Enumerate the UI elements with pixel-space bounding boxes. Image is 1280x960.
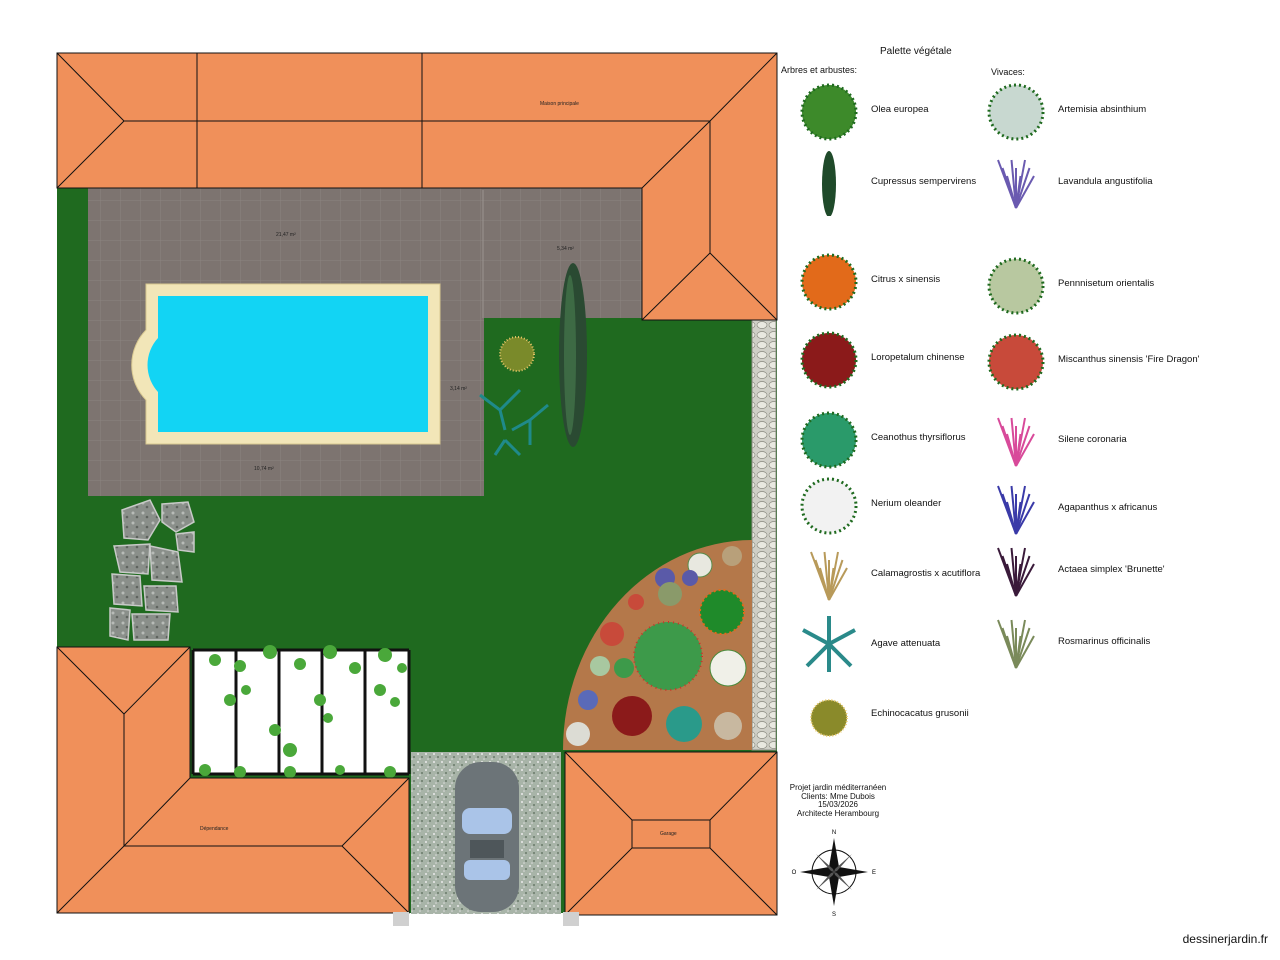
area-label-terrace-right: 5,34 m² <box>557 246 574 252</box>
pergola <box>191 645 411 778</box>
garage-label: Garage <box>660 831 677 837</box>
perennials-heading: Vivaces: <box>991 67 1025 77</box>
legend-item-label: Calamagrostis x acutiflora <box>871 568 981 579</box>
legend-item: Calamagrostis x acutiflora <box>793 540 1033 610</box>
miscanthus-icon <box>987 333 1045 391</box>
legend-item-label: Lavandula angustifolia <box>1058 176 1153 187</box>
area-label-pool-side: 3,14 m² <box>450 386 467 392</box>
agapanthus-icon <box>997 485 1035 535</box>
car <box>455 762 519 912</box>
legend-item: Rosmarinus officinalis <box>980 608 1220 678</box>
stone-wall <box>751 319 777 751</box>
pool-water <box>147 296 428 432</box>
project-client: Clients: Mme Dubois <box>801 791 875 801</box>
legend-item: Olea europea <box>793 76 1033 146</box>
loropetalum-icon <box>800 331 858 389</box>
legend-item-label: Pennnisetum orientalis <box>1058 278 1155 289</box>
legend-item-label: Rosmarinus officinalis <box>1058 636 1151 647</box>
compass-rose: N S E O <box>792 830 876 918</box>
compass-west: O <box>792 870 797 876</box>
area-label-terrace-left: 21,47 m² <box>276 232 296 238</box>
lavender-icon <box>997 159 1035 209</box>
legend-item-label: Agave attenuata <box>871 638 941 649</box>
legend-item-label: Cupressus sempervirens <box>871 176 977 187</box>
agave-icon <box>802 616 856 672</box>
legend-item: Miscanthus sinensis 'Fire Dragon' <box>980 326 1220 396</box>
project-info: Projet jardin méditerranéen Clients: Mme… <box>783 783 893 818</box>
legend-item: Ceanothus thyrsiflorus <box>793 404 1033 474</box>
project-architect: Architecte Herambourg <box>796 808 880 818</box>
olive-tree-icon <box>800 83 858 141</box>
agave <box>479 388 549 457</box>
stepping-stones <box>109 499 195 641</box>
cactus-icon <box>810 699 848 737</box>
legend-item: Silene coronaria <box>980 406 1220 476</box>
legend-item: Agave attenuata <box>793 610 1033 680</box>
garage-roof <box>564 751 778 916</box>
annex-label: Dépendance <box>200 826 229 832</box>
legend-item-label: Citrus x sinensis <box>871 274 941 285</box>
compass-south: S <box>832 912 836 918</box>
legend-item: Pennnisetum orientalis <box>980 250 1220 320</box>
artemisia-icon <box>987 83 1045 141</box>
legend-item-label: Ceanothus thyrsiflorus <box>871 432 966 443</box>
legend-item: Citrus x sinensis <box>793 246 1033 316</box>
legend-item: Actaea simplex 'Brunette' <box>980 536 1220 606</box>
legend-item-label: Olea europea <box>871 104 929 115</box>
footer-brand[interactable]: dessinerjardin.fr <box>1182 932 1268 946</box>
legend-title: Palette végétale <box>880 46 952 57</box>
legend-item: Cupressus sempervirens <box>793 148 1033 218</box>
oleander-icon <box>800 477 858 535</box>
main-house-roof <box>56 52 778 321</box>
legend-item: Lavandula angustifolia <box>980 148 1220 218</box>
grass-icon <box>810 551 848 601</box>
actaea-icon <box>997 547 1035 597</box>
silene-icon <box>997 417 1035 467</box>
legend-item-label: Echinocacatus grusonii <box>871 708 969 719</box>
annex-roof <box>56 646 410 914</box>
legend-item-label: Silene coronaria <box>1058 434 1127 445</box>
legend-item-label: Nerium oleander <box>871 498 942 509</box>
project-title: Projet jardin méditerranéen <box>789 783 887 792</box>
orange-tree-icon <box>800 253 858 311</box>
legend-item-label: Miscanthus sinensis 'Fire Dragon' <box>1058 354 1200 365</box>
cypress-icon <box>822 151 836 216</box>
pennisetum-icon <box>987 257 1045 315</box>
compass-east: E <box>872 870 876 876</box>
main-house-label: Maison principale <box>540 101 579 107</box>
ceanothus-icon <box>800 411 858 469</box>
legend-item: Nerium oleander <box>793 470 1033 540</box>
legend-item-label: Artemisia absinthium <box>1058 104 1147 115</box>
legend-item-label: Actaea simplex 'Brunette' <box>1058 564 1165 575</box>
legend-item-label: Loropetalum chinense <box>871 352 965 363</box>
legend-item: Agapanthus x africanus <box>980 474 1220 544</box>
area-label-terrace-bottom: 10,74 m² <box>254 466 274 472</box>
legend-item-label: Agapanthus x africanus <box>1058 502 1158 513</box>
rosemary-icon <box>997 619 1035 669</box>
cypress <box>559 263 587 447</box>
legend-item: Echinocacatus grusonii <box>793 680 1033 750</box>
compass-north: N <box>832 830 836 836</box>
project-date: 15/03/2026 <box>817 800 859 809</box>
legend-item: Artemisia absinthium <box>980 76 1220 146</box>
trees-heading: Arbres et arbustes: <box>781 65 858 75</box>
legend-item: Loropetalum chinense <box>793 324 1033 394</box>
flower-bed-plants <box>566 546 747 746</box>
cactus <box>499 336 535 372</box>
